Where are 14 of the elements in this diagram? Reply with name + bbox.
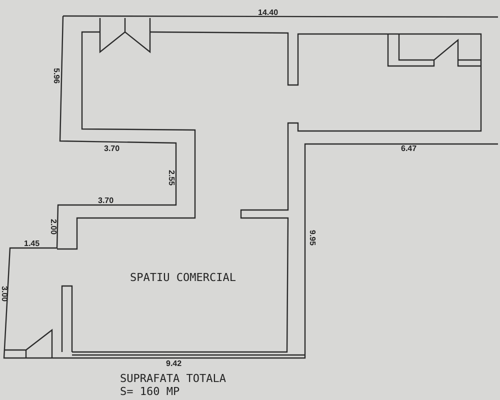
dimension-label: 9.95	[308, 230, 316, 246]
dimension-label: 6.47	[401, 145, 417, 153]
dimension-label: 14.40	[258, 9, 278, 17]
dimension-label: 3.70	[104, 145, 120, 153]
area-note: SUPRAFATA TOTALA	[120, 373, 226, 384]
dimension-label: 2.55	[167, 170, 175, 186]
dimension-label: 3.00	[0, 286, 8, 302]
room-label: SPATIU COMERCIAL	[130, 272, 236, 283]
dimension-label: 3.70	[98, 197, 114, 205]
dimension-label: 2.00	[49, 219, 57, 235]
dimension-label: 1.45	[24, 240, 40, 248]
dimension-label: 9.42	[166, 360, 182, 368]
dimension-label: 5.96	[52, 68, 60, 84]
area-note: S= 160 MP	[120, 386, 180, 397]
